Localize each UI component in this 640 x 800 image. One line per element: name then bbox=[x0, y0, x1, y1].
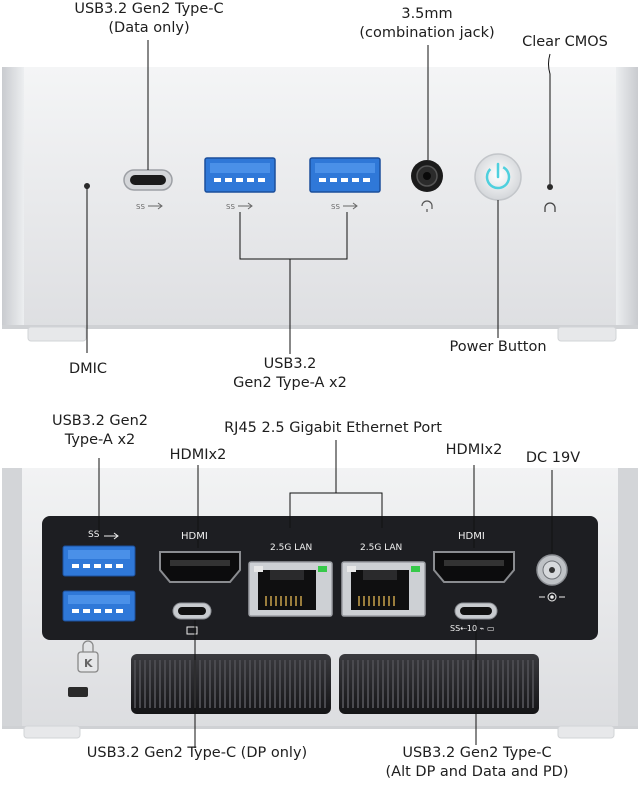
rear-usb-a-port-1-icon bbox=[62, 545, 136, 577]
rear-foot-right bbox=[557, 725, 615, 739]
rear-usb-a-ss-print: SS bbox=[88, 530, 100, 540]
dmic-label: DMIC bbox=[68, 361, 108, 377]
clear-cmos-label: Clear CMOS bbox=[522, 34, 608, 50]
display-icon bbox=[186, 626, 198, 635]
lan-port-1-icon bbox=[248, 561, 333, 617]
lan-2-print: 2.5G LAN bbox=[360, 543, 403, 553]
hdmi-port-right-icon bbox=[433, 551, 515, 583]
hdmi-right-print: HDMI bbox=[458, 531, 485, 542]
dc-label: DC 19V bbox=[525, 450, 581, 466]
svg-text:SS: SS bbox=[226, 203, 235, 211]
svg-text:SS: SS bbox=[331, 203, 340, 211]
rear-usb-c-full-label: USB3.2 Gen2 Type-C(Alt DP and Data and P… bbox=[385, 745, 569, 780]
rear-usb-c-dp-label: USB3.2 Gen2 Type-C (DP only) bbox=[86, 745, 308, 761]
rear-usb-a-port-2-icon bbox=[62, 590, 136, 622]
front-usb-a-port-1-icon bbox=[204, 157, 276, 193]
front-case bbox=[2, 67, 638, 327]
rear-usb-c-full-print: SS⇠10 ⌁ ▭ bbox=[450, 624, 495, 633]
headset-mic-icon bbox=[421, 200, 433, 212]
svg-text:K: K bbox=[84, 657, 93, 670]
lan-1-print: 2.5G LAN bbox=[270, 543, 313, 553]
rear-device-illustration: K bbox=[2, 440, 638, 748]
rear-foot-left bbox=[23, 725, 81, 739]
hdmi-port-left-icon bbox=[159, 551, 241, 583]
lock-slot-icon bbox=[68, 687, 88, 697]
front-usb-c-label: USB3.2 Gen2 Type-C(Data only) bbox=[74, 1, 224, 36]
hdmi-left-label: HDMIx2 bbox=[169, 447, 227, 463]
dmic-hole-icon bbox=[84, 183, 90, 189]
front-foot-left bbox=[27, 326, 87, 342]
hdmi-left-print: HDMI bbox=[181, 531, 208, 542]
lan-port-2-icon bbox=[341, 561, 426, 617]
audio-jack-label: 3.5mm(combination jack) bbox=[359, 6, 495, 41]
svg-text:SS: SS bbox=[136, 203, 145, 211]
kensington-lock-icon bbox=[77, 651, 99, 673]
hdmi-right-label: HDMIx2 bbox=[445, 442, 503, 458]
front-device-illustration: SS SS SS bbox=[2, 40, 638, 354]
front-usb-a-port-2-icon bbox=[309, 157, 381, 193]
rj45-label: RJ45 2.5 Gigabit Ethernet Port bbox=[224, 420, 442, 436]
clear-cmos-hole-icon bbox=[547, 184, 553, 190]
power-button-label: Power Button bbox=[449, 339, 547, 355]
front-foot-right bbox=[557, 326, 617, 342]
